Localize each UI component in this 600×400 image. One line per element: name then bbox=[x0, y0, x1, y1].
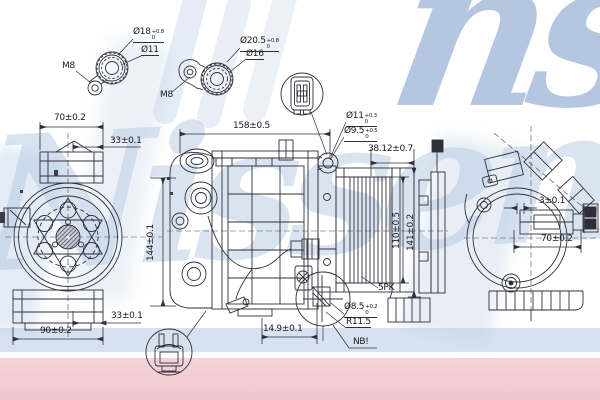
detail-connector-balloon bbox=[280, 72, 324, 116]
tolerance-lower: 0 bbox=[266, 43, 271, 50]
dimension-lines bbox=[12, 122, 582, 345]
side-view bbox=[167, 139, 446, 323]
tolerance-lower: 0 bbox=[151, 34, 156, 41]
dim-label-thread-mid: M8 bbox=[160, 90, 173, 100]
rear-view bbox=[464, 141, 599, 321]
dim-label-front-offset-bottom: 33±0.1 bbox=[111, 311, 143, 321]
detail-mount-balloon bbox=[295, 271, 351, 327]
dim-label-pulley-dia: 110±0.5 bbox=[392, 212, 402, 249]
dim-label-rear-lug-offset: 3±0.1 bbox=[539, 196, 566, 206]
watermark-band-pink bbox=[0, 358, 600, 400]
tolerance-upper: +0.2 bbox=[365, 304, 378, 310]
dim-text: Ø20.5 bbox=[240, 36, 266, 46]
dim-label-height: 144±0.1 bbox=[146, 224, 156, 261]
dim-label-front-width-bottom: 90±0.2 bbox=[40, 326, 72, 336]
dim-text: Ø9.5 bbox=[344, 126, 365, 136]
dim-text: Ø18 bbox=[133, 27, 151, 37]
detail-lug-1 bbox=[87, 51, 129, 96]
tolerance-upper: +0.8 bbox=[151, 29, 164, 35]
dim-label-mount-offset: 14.9±0.1 bbox=[263, 324, 303, 334]
dim-label-front-width-top: 70±0.2 bbox=[54, 113, 86, 123]
dim-label-front-offset-top: 33±0.1 bbox=[110, 136, 142, 146]
dim-label-mount-radius: R11.5 bbox=[346, 317, 371, 328]
dim-label-lug1-inner-dia: Ø11 bbox=[141, 45, 159, 56]
dim-label-side-length: 158±0.5 bbox=[233, 121, 270, 131]
note-label-nb: NB! bbox=[353, 337, 369, 347]
tolerance-upper: +0.8 bbox=[266, 38, 279, 44]
detail-lug-2 bbox=[178, 59, 234, 96]
dim-label-clutch-depth: 38.12±0.7 bbox=[368, 144, 413, 154]
dim-text: Ø11 bbox=[346, 111, 364, 121]
belt-type-label: 5PK bbox=[378, 283, 395, 293]
tolerance-lower: 0 bbox=[364, 118, 369, 125]
dim-label-thread-left: M8 bbox=[62, 61, 75, 71]
tolerance-lower: 0 bbox=[365, 133, 369, 140]
dim-label-rear-body-width: 70±0.2 bbox=[541, 234, 573, 244]
front-view bbox=[0, 140, 123, 331]
tolerance-lower: 0 bbox=[365, 309, 369, 316]
tolerance-upper: +0.5 bbox=[365, 128, 378, 134]
leader-lines bbox=[75, 38, 379, 349]
dim-label-clutch-dia: 141±0.2 bbox=[406, 214, 416, 251]
dim-label-lug2-inner-dia: Ø16 bbox=[246, 49, 264, 60]
dim-text: Ø8.5 bbox=[344, 302, 365, 312]
tolerance-upper: +0.3 bbox=[364, 113, 377, 119]
detail-valve-balloon bbox=[145, 328, 193, 376]
